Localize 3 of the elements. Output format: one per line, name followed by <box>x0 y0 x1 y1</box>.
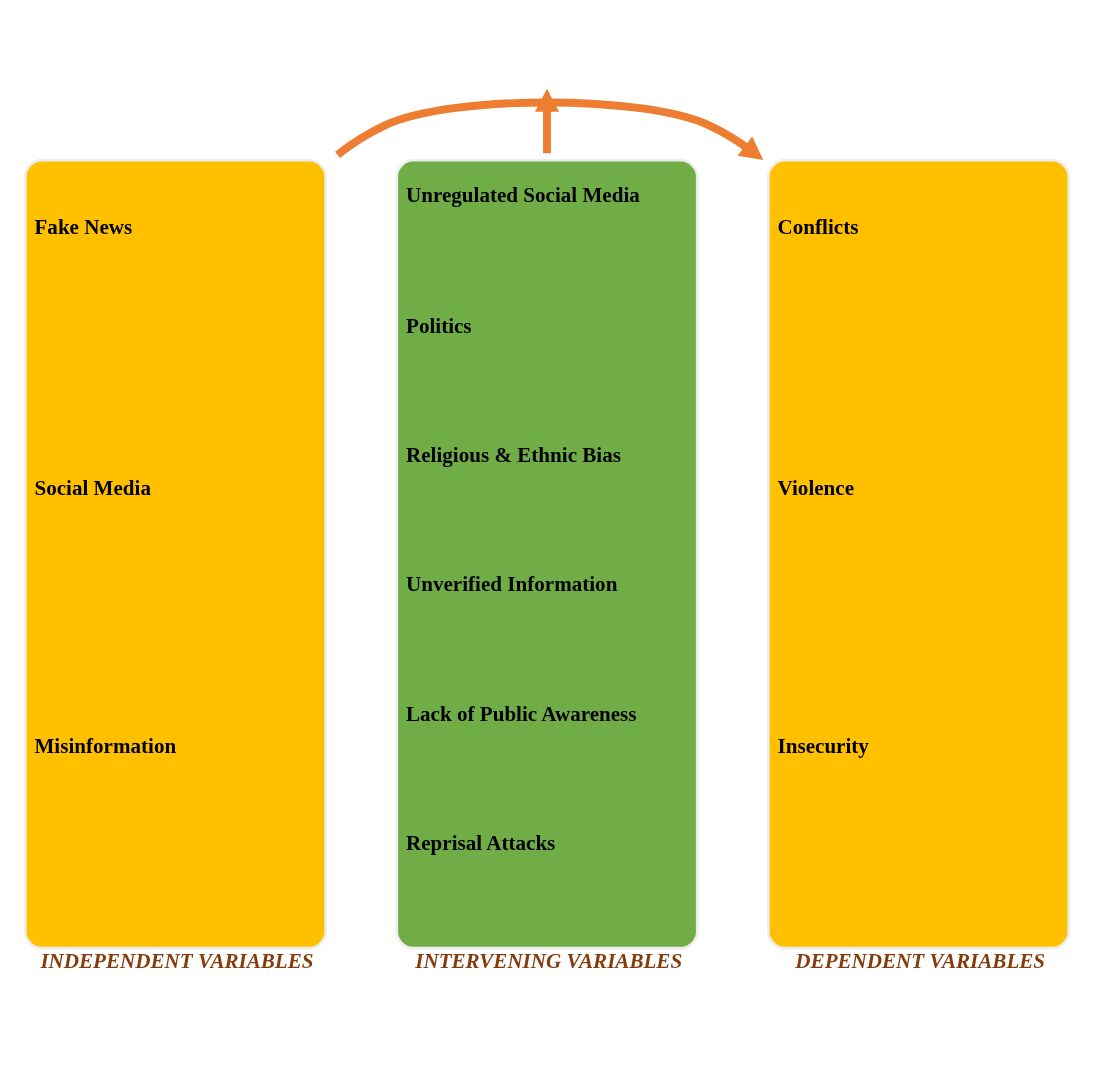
node-label: DEPENDENT VARIABLES <box>795 948 1046 973</box>
node-label: INTERVENING VARIABLES <box>415 948 683 973</box>
node-label: INDEPENDENT VARIABLES <box>40 948 314 973</box>
